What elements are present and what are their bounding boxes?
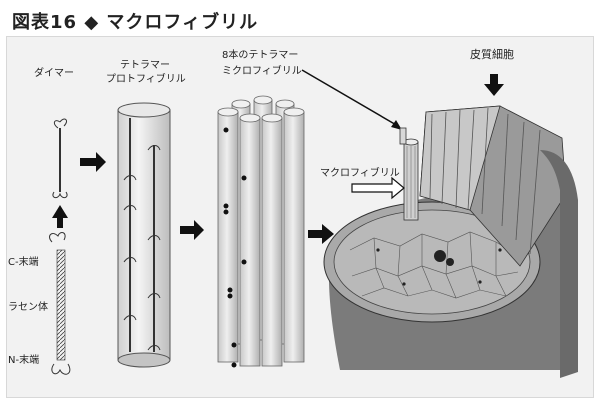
macrofibril-arrow	[351, 176, 405, 200]
label-tetramer: テトラマー	[120, 60, 170, 71]
label-c-terminal: C-末端	[8, 257, 39, 268]
label-helix-body: ラセン体	[8, 302, 48, 313]
cortex-cell-section	[323, 105, 578, 378]
dimer-strand	[52, 118, 68, 199]
label-microfibril: ミクロフィブリル	[222, 66, 302, 77]
protofibril-cylinder	[117, 102, 171, 368]
label-eight-tetramer: 8本のテトラマー	[222, 50, 299, 61]
label-cortex-cell: 皮質細胞	[470, 48, 514, 61]
arrow-3	[308, 224, 334, 244]
label-protofibril: プロトフィブリル	[106, 74, 186, 85]
microfibril-bundle	[217, 95, 305, 368]
microfibril-pointer	[301, 69, 402, 130]
label-dimer: ダイマー	[34, 68, 74, 79]
arrow-2	[180, 220, 204, 240]
up-arrow	[52, 205, 68, 228]
cortex-cell-arrow	[484, 74, 504, 96]
arrow-1	[80, 152, 106, 172]
figure-title: 図表16 ◆ マクロフィブリル	[12, 12, 259, 33]
dimer-coil	[49, 232, 71, 375]
label-n-terminal: N-末端	[8, 355, 40, 366]
label-macrofibril: マクロフィブリル	[320, 168, 400, 179]
